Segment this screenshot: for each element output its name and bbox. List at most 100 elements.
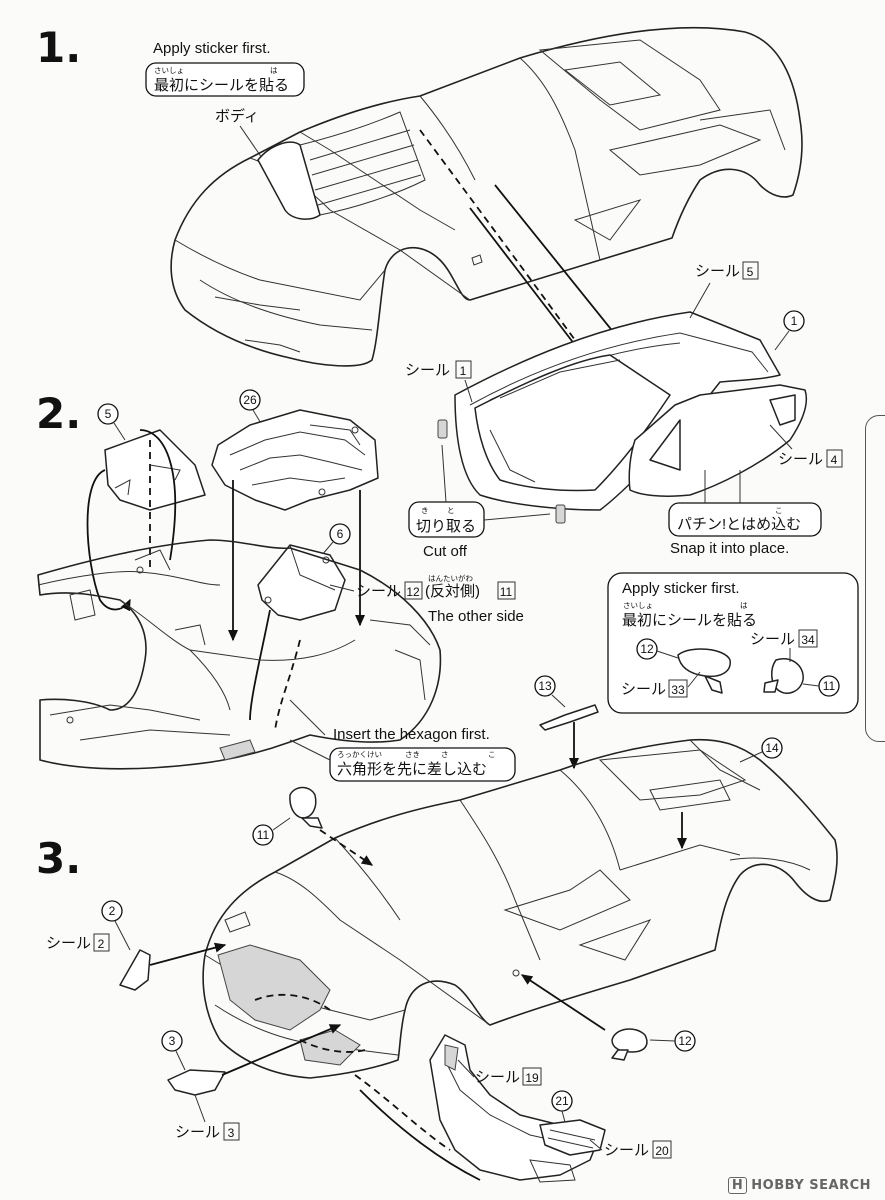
step2-part-5-num: 5 bbox=[105, 407, 112, 421]
step2-hexagon-ruby-4: こ bbox=[488, 750, 496, 759]
step3-sticker-3-box bbox=[223, 1122, 240, 1141]
step3-part-3-num: 3 bbox=[169, 1034, 176, 1048]
step3-sticker-2-num: 2 bbox=[98, 937, 105, 951]
step2-hexagon-bubble bbox=[329, 747, 516, 782]
car-body-step1 bbox=[170, 26, 803, 367]
step1-dashed-guide bbox=[419, 129, 576, 341]
snap-bubble bbox=[668, 502, 822, 537]
step1-sticker-1-leader bbox=[464, 379, 473, 403]
step1-apply-sticker-en: Apply sticker first. bbox=[153, 40, 271, 57]
step3-part-14-num: 14 bbox=[765, 741, 779, 755]
step3-part-2-circle bbox=[101, 900, 123, 922]
step3-part-12-num: 12 bbox=[678, 1034, 692, 1048]
step3-sticker-20-box bbox=[652, 1140, 672, 1159]
step2-part-6-num: 6 bbox=[337, 527, 344, 541]
step3-bumper-arrow bbox=[359, 1089, 481, 1181]
step2-sticker-12-suffix-ruby: はんたいがわ bbox=[428, 573, 473, 583]
step2-hexagon-ruby-1: ろっかくけい bbox=[337, 750, 382, 759]
cut-off-leader-1 bbox=[441, 444, 447, 503]
step1-part-1-num: 1 bbox=[791, 314, 798, 328]
step2-part-6-dash bbox=[274, 639, 301, 731]
step2-part-6-shape bbox=[257, 544, 346, 621]
step2-part-26-num: 26 bbox=[243, 393, 257, 407]
step3-front-dash-2 bbox=[299, 1039, 366, 1053]
mirror-12-shape bbox=[677, 648, 731, 678]
step3-group: 13 14 bbox=[46, 675, 838, 1183]
step2-part-6-arrow bbox=[249, 609, 271, 721]
step2-hexagon-en: Insert the hexagon first. bbox=[333, 726, 490, 743]
step3-part-2-arrow bbox=[149, 942, 227, 966]
step1-sticker-4-num: 4 bbox=[831, 453, 838, 467]
step3-front-dash-1 bbox=[254, 993, 331, 1011]
step3-part-11-dash bbox=[319, 829, 374, 866]
roof-panel-part bbox=[454, 311, 807, 511]
step1-part-1-circle bbox=[783, 310, 805, 332]
step2-other-side-en: The other side bbox=[428, 608, 524, 625]
step3-sticker-3-label: シール bbox=[175, 1124, 220, 1141]
step-number-3: 3. bbox=[36, 834, 81, 883]
step2-part-5-circle bbox=[97, 403, 119, 425]
mirror-12-stem bbox=[704, 675, 723, 694]
step3-part-13-num: 13 bbox=[538, 679, 552, 693]
hobby-search-logo: H bbox=[727, 1177, 748, 1194]
mirror-box-apply-jp: 最初にシールを貼る bbox=[622, 612, 757, 629]
mirror-box: Apply sticker first. さいしょ は 最初にシールを貼る シー… bbox=[607, 572, 859, 714]
step2-group: 5 26 6 シール 12 はんたいがわ (反 bbox=[37, 389, 524, 782]
step3-sticker-2-label: シール bbox=[46, 935, 91, 952]
step3-part-11-leader bbox=[272, 817, 291, 831]
mirror-box-ruby-saisho: さいしょ bbox=[623, 601, 653, 610]
step-number-2: 2. bbox=[36, 389, 81, 438]
snap-jp: パチン!とはめ込む bbox=[677, 516, 801, 533]
step2-sticker-11-box bbox=[497, 581, 516, 600]
front-intake-highlight bbox=[217, 944, 331, 1031]
step1-body-leader bbox=[239, 125, 263, 159]
cut-off-nub-1 bbox=[437, 419, 448, 439]
step2-part-5-leader bbox=[113, 422, 126, 441]
step1-sticker-4-box bbox=[826, 449, 843, 468]
step3-part-11-circle bbox=[252, 824, 274, 846]
step1-sticker-4-leader bbox=[769, 424, 793, 450]
cut-off-nub-2 bbox=[555, 504, 566, 524]
step2-sticker-12-suffix: (反対側) bbox=[425, 583, 480, 600]
step3-part-11-stem bbox=[301, 817, 323, 829]
hobby-search-text: HOBBY SEARCH bbox=[751, 1178, 871, 1193]
step3-part-3-arrow bbox=[221, 1024, 342, 1076]
step3-sticker-20-leader bbox=[589, 1139, 603, 1151]
step3-part-12-leader bbox=[649, 1039, 676, 1042]
step3-part-13-leader bbox=[551, 694, 566, 708]
side-tab bbox=[865, 415, 885, 742]
step3-part-11-shape bbox=[289, 786, 317, 819]
step1-sticker-5-label: シール bbox=[695, 263, 740, 280]
step3-sticker-19-label: シール bbox=[475, 1069, 520, 1086]
step3-sticker-3-leader bbox=[194, 1094, 206, 1123]
step3-bumper-dash bbox=[354, 1074, 451, 1151]
mirror-box-ruby-ha: は bbox=[740, 601, 748, 610]
step1-part-1-leader bbox=[774, 330, 790, 351]
step3-sticker-19-leader bbox=[457, 1059, 475, 1078]
step3-part-2-shape bbox=[119, 949, 151, 991]
step2-hexagon-ruby-2: さき bbox=[405, 750, 420, 759]
step3-part-11-num: 11 bbox=[257, 828, 270, 842]
step2-part-6-circle bbox=[329, 523, 351, 545]
step3-part-3-circle bbox=[161, 1030, 183, 1052]
mirror-box-part-12-leader bbox=[656, 650, 679, 659]
step3-sticker-20-num: 20 bbox=[655, 1144, 669, 1158]
car-body-step3 bbox=[202, 738, 838, 1079]
step1-sticker-5-box bbox=[742, 261, 759, 280]
step2-hexagon-leader bbox=[289, 739, 331, 761]
mirror-box-sticker-34-num: 34 bbox=[801, 633, 815, 647]
step1-sticker-1-label: シール bbox=[405, 362, 450, 379]
step3-sticker-19-num: 19 bbox=[525, 1071, 539, 1085]
step3-sticker-19-box bbox=[522, 1067, 542, 1086]
front-grille-part bbox=[539, 1119, 606, 1156]
car-section-step2 bbox=[37, 539, 442, 770]
cut-off-leader-2 bbox=[483, 513, 551, 521]
mirror-box-part-11-leader bbox=[802, 683, 820, 687]
snap-ruby-ko: こ bbox=[775, 506, 783, 515]
step2-sticker-12-leader bbox=[329, 584, 355, 592]
mirror-box-sticker-33-box bbox=[668, 679, 688, 698]
step2-part-5-arrow bbox=[86, 469, 131, 612]
mirror-11-shape bbox=[771, 658, 804, 694]
step1-sticker-1-box bbox=[455, 360, 472, 379]
